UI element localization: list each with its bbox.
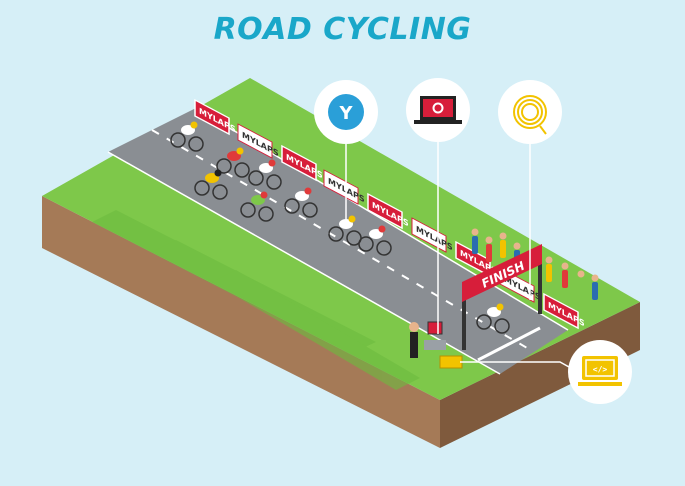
svg-text:</>: </>	[593, 365, 608, 374]
road-edge-left	[107, 151, 501, 375]
cyclist	[328, 215, 362, 246]
finish-line	[477, 326, 541, 362]
svg-text:Y: Y	[338, 103, 353, 124]
spectators	[471, 228, 599, 300]
cyclist	[358, 225, 392, 256]
timing-station	[409, 321, 463, 369]
mylaps-app-icon: Y	[314, 80, 378, 144]
soil-side-face	[440, 302, 640, 448]
cyclist	[240, 191, 274, 222]
page-title: ROAD CYCLING	[213, 12, 472, 47]
cyclist	[170, 121, 204, 152]
soil-front-face	[42, 196, 440, 448]
cyclist	[248, 159, 282, 190]
cyclist	[216, 147, 250, 178]
laptop-settings-icon	[406, 78, 470, 142]
road-center-line	[151, 129, 535, 353]
code-laptop-icon: </>	[568, 340, 632, 404]
cyclist-leader	[476, 303, 510, 334]
cable-loop-icon	[498, 80, 562, 144]
cyclists	[170, 121, 510, 334]
cyclist	[194, 169, 228, 200]
cyclist	[284, 187, 318, 218]
grass-stripes	[92, 210, 420, 390]
